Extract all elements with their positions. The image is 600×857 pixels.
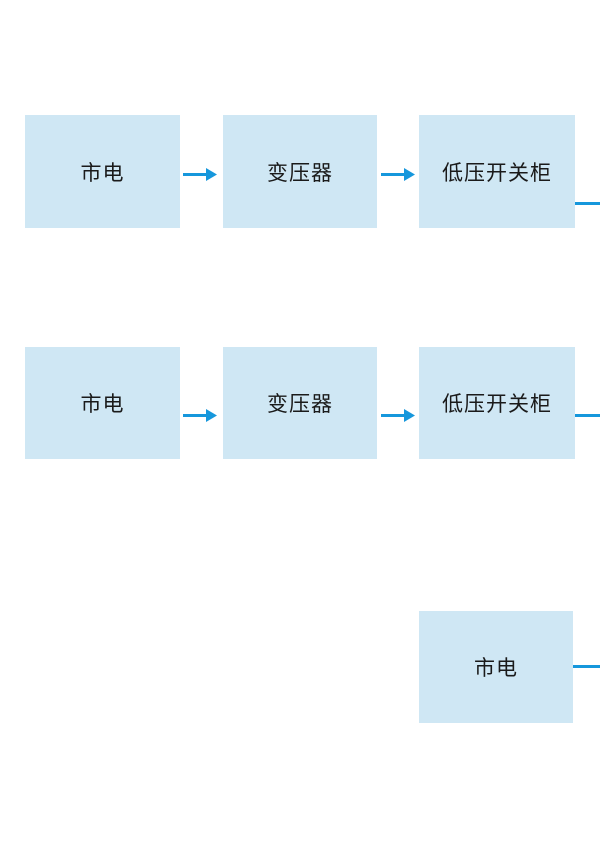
node-label: 变压器 (267, 161, 333, 185)
node-mains-power-row3: 市电 (419, 611, 573, 723)
arrow-right-icon (183, 409, 217, 422)
node-lv-switchgear-row1: 低压开关柜 (419, 115, 575, 228)
connector-line-row3 (573, 665, 600, 668)
node-transformer-row1: 变压器 (223, 115, 377, 228)
node-transformer-row2: 变压器 (223, 347, 377, 459)
node-label: 市电 (80, 161, 125, 185)
node-lv-switchgear-row2: 低压开关柜 (419, 347, 575, 459)
node-mains-power-row2: 市电 (25, 347, 180, 459)
arrow-right-icon (381, 168, 415, 181)
node-label: 市电 (474, 657, 518, 680)
node-label: 低压开关柜 (442, 161, 552, 185)
node-label: 变压器 (267, 393, 333, 416)
node-label: 市电 (80, 393, 125, 416)
arrow-right-icon (381, 409, 415, 422)
node-mains-power-row1: 市电 (25, 115, 180, 228)
connector-line-row2 (575, 414, 600, 417)
node-label: 低压开关柜 (442, 393, 552, 416)
connector-line-row1 (575, 202, 600, 205)
arrow-right-icon (183, 168, 217, 181)
